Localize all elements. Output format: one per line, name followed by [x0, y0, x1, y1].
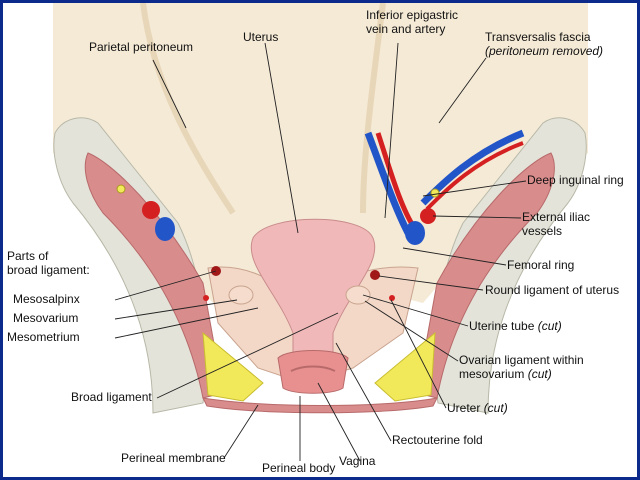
label-parts-of-line1: Parts of: [7, 249, 49, 263]
label-broad-ligament: Broad ligament: [71, 390, 152, 404]
right-epigastric-vessel-vein: [420, 129, 525, 206]
label-ovarian-ligament-line2: mesovarium (cut): [459, 367, 584, 381]
label-uterine-tube-cut: (cut): [537, 319, 562, 333]
left-external-iliac-vein: [155, 217, 175, 241]
left-external-iliac-artery: [142, 201, 160, 219]
peritoneum-fold-right: [360, 3, 386, 214]
label-mesometrium: Mesometrium: [7, 330, 80, 344]
label-ovarian-ligament-line1: Ovarian ligament within: [459, 353, 584, 367]
perineal-membrane-shape: [202, 397, 438, 414]
label-external-iliac-vessels: External iliac vessels: [522, 210, 590, 238]
vagina-lumen: [290, 365, 336, 372]
right-obturator-muscle: [416, 152, 555, 399]
label-inferior-epigastric: Inferior epigastric vein and artery: [366, 8, 458, 36]
right-external-iliac-artery: [420, 208, 436, 224]
label-ovarian-ligament-cut: (cut): [527, 367, 552, 381]
label-parietal-peritoneum: Parietal peritoneum: [89, 40, 194, 54]
label-ureter: Ureter (cut): [447, 401, 508, 415]
right-fat-region: [374, 331, 436, 402]
uterus-shape: [250, 218, 376, 369]
right-ovary: [345, 285, 371, 305]
left-uterine-tube-cut: [203, 295, 209, 301]
label-ovarian-ligament: Ovarian ligament within mesovarium (cut): [459, 353, 584, 381]
right-round-ligament-cut: [370, 270, 380, 280]
label-mesovarium-text: mesovarium: [459, 367, 525, 381]
label-deep-inguinal-ring: Deep inguinal ring: [527, 173, 624, 187]
left-fat-region: [202, 331, 264, 402]
vagina-shape: [277, 350, 349, 394]
label-mesosalpinx: Mesosalpinx: [13, 292, 80, 306]
inferior-epigastric-artery: [375, 132, 418, 231]
label-parts-of-line2: broad ligament:: [7, 263, 90, 277]
inferior-epigastric-vein: [364, 131, 412, 235]
label-perineal-body: Perineal body: [262, 461, 336, 475]
left-ovary: [228, 285, 254, 305]
peritoneum-fold-left: [140, 3, 236, 215]
label-uterine-tube-text: Uterine tube: [469, 319, 535, 333]
right-uterine-tube-cut: [389, 295, 395, 301]
label-uterus: Uterus: [243, 30, 279, 44]
label-parts-of-broad-ligament: Parts of broad ligament:: [7, 249, 90, 277]
label-mesovarium: Mesovarium: [13, 311, 79, 325]
label-vagina: Vagina: [339, 454, 376, 468]
label-peritoneum-removed: (peritoneum removed): [485, 44, 604, 58]
label-uterine-tube: Uterine tube (cut): [469, 319, 562, 333]
figure-frame: Parietal peritoneum Uterus Inferior epig…: [3, 3, 637, 477]
label-transversalis-fascia-line1: Transversalis fascia: [485, 30, 591, 44]
label-transversalis-fascia: Transversalis fascia (peritoneum removed…: [485, 30, 603, 58]
label-rectouterine-fold: Rectouterine fold: [392, 433, 483, 447]
label-inferior-epigastric-line1: Inferior epigastric: [366, 8, 459, 22]
right-yellow-nerve: [430, 188, 440, 198]
parietal-peritoneum-region: [53, 3, 588, 303]
label-round-ligament: Round ligament of uterus: [485, 283, 620, 297]
label-external-iliac-line1: External iliac: [522, 210, 591, 224]
leader-lines: [114, 42, 527, 462]
label-ureter-text: Ureter: [447, 401, 481, 415]
label-inferior-epigastric-line2: vein and artery: [366, 22, 446, 36]
pelvis-illustration: [53, 3, 588, 462]
label-external-iliac-line2: vessels: [522, 224, 563, 238]
right-external-iliac-vein: [405, 221, 425, 245]
label-perineal-membrane: Perineal membrane: [121, 451, 226, 465]
right-epigastric-vessel-artery: [425, 141, 524, 211]
label-ureter-cut: (cut): [483, 401, 508, 415]
label-femoral-ring: Femoral ring: [507, 258, 575, 272]
left-yellow-nerve: [116, 184, 126, 194]
left-obturator-muscle: [84, 152, 224, 399]
